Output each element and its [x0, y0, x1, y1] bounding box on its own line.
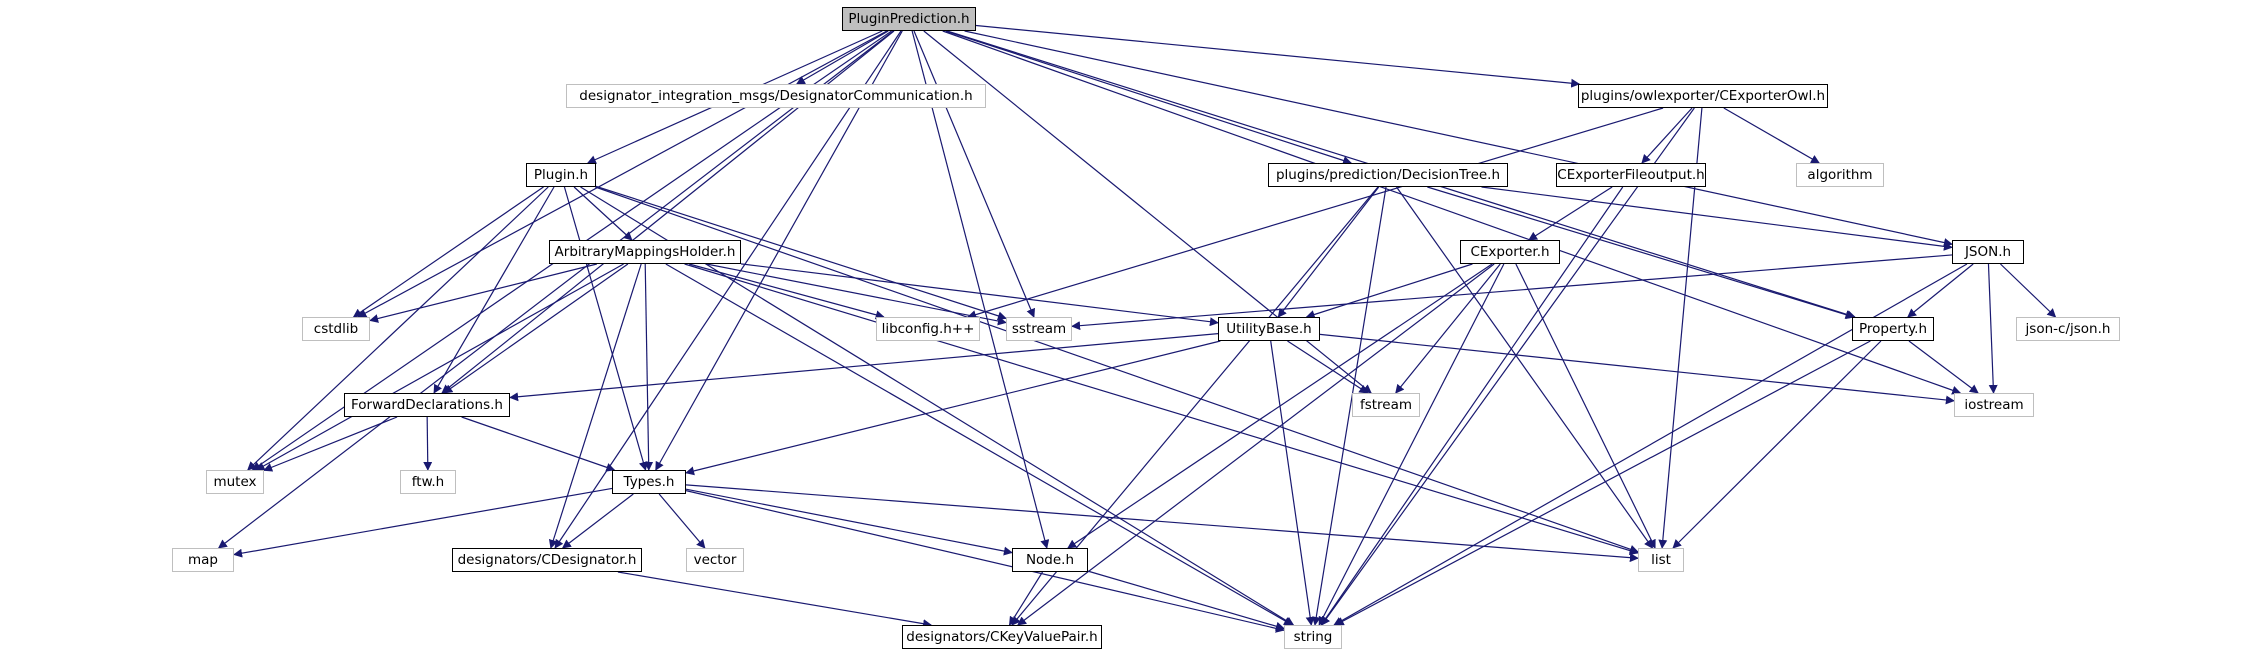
- edge-arbitrary-to-cstdlib: [369, 263, 597, 323]
- edge-pluginprediction-to-designatorcomm: [795, 30, 889, 85]
- edge-plugin-to-arbitrary: [573, 186, 633, 241]
- edge-types-to-node: [685, 488, 1013, 556]
- node-utilitybase[interactable]: UtilityBase.h: [1218, 317, 1320, 341]
- edge-arbitrary-to-utilitybase: [740, 263, 1219, 327]
- edge-pluginprediction-to-sstream: [913, 30, 1035, 318]
- edge-types-to-list: [685, 484, 1639, 563]
- edge-utilitybase-to-iostream: [1319, 333, 1955, 405]
- edge-property-to-string: [1334, 340, 1871, 626]
- edge-decisiontree-to-string: [1311, 186, 1387, 626]
- edge-json-to-sstream: [1071, 254, 1953, 331]
- edge-types-to-cdesignator: [561, 493, 634, 549]
- node-ftw: ftw.h: [400, 470, 456, 494]
- edge-arbitrary-to-cdesignator: [548, 263, 642, 549]
- node-mutex: mutex: [206, 470, 264, 494]
- edge-plugin-to-mutex: [247, 186, 549, 471]
- node-list: list: [1638, 548, 1684, 572]
- node-plugin[interactable]: Plugin.h: [526, 163, 596, 187]
- edge-types-to-map: [233, 487, 613, 558]
- edge-forwarddecl-to-ftw: [423, 416, 433, 471]
- node-designatorcomm: designator_integration_msgs/DesignatorCo…: [566, 84, 986, 108]
- edge-pluginprediction-to-cstdlib: [357, 30, 888, 318]
- edge-pluginprediction-to-iostream: [942, 30, 1962, 395]
- edge-cexporter-to-string: [1318, 263, 1505, 626]
- node-cexporter[interactable]: CExporter.h: [1460, 240, 1560, 264]
- edge-pluginprediction-to-cdesignator: [554, 30, 902, 549]
- edge-cexporter-to-list: [1515, 263, 1656, 549]
- edge-json-to-jsonc: [2000, 263, 2057, 318]
- edge-pluginprediction-to-json: [964, 30, 1953, 247]
- node-ckeyvaluepair[interactable]: designators/CKeyValuePair.h: [902, 625, 1102, 649]
- node-algorithm: algorithm: [1796, 163, 1884, 187]
- edge-pluginprediction-to-map: [217, 30, 894, 549]
- edge-forwarddecl-to-types: [461, 416, 616, 472]
- edge-json-to-iostream: [1987, 263, 1998, 394]
- edge-utilitybase-to-forwarddecl: [509, 333, 1219, 402]
- edge-arbitrary-to-types: [644, 263, 654, 471]
- edge-arbitrary-to-list: [684, 263, 1639, 555]
- edge-plugin-to-cstdlib: [352, 186, 544, 318]
- edge-pluginprediction-to-decisiontree: [945, 30, 1353, 165]
- node-map: map: [172, 548, 234, 572]
- node-cexporterfile[interactable]: CExporterFileoutput.h: [1556, 163, 1706, 187]
- node-libconfig: libconfig.h++: [876, 317, 980, 341]
- node-types[interactable]: Types.h: [612, 470, 686, 494]
- node-cexporterowl[interactable]: plugins/owlexporter/CExporterOwl.h: [1578, 84, 1828, 108]
- edge-utilitybase-to-string: [1270, 340, 1315, 626]
- edge-cexporter-to-utilitybase: [1305, 263, 1473, 319]
- node-fstream: fstream: [1352, 393, 1420, 417]
- edge-property-to-list: [1672, 340, 1882, 549]
- edge-arbitrary-to-libconfig: [688, 263, 885, 320]
- edge-cexporterfile-to-cexporter: [1528, 186, 1613, 241]
- edge-cdesignator-to-ckeyvaluepair: [617, 571, 932, 629]
- edge-cexporterfile-to-string: [1320, 186, 1624, 626]
- node-string: string: [1284, 625, 1342, 649]
- edge-cexporter-to-ckeyvaluepair: [1017, 263, 1495, 626]
- node-arbitrary[interactable]: ArbitraryMappingsHolder.h: [549, 240, 741, 264]
- node-json[interactable]: JSON.h: [1952, 240, 2024, 264]
- edge-decisiontree-to-list: [1396, 186, 1654, 549]
- edge-arbitrary-to-sstream: [706, 263, 1007, 326]
- edge-decisiontree-to-utilitybase: [1277, 186, 1380, 318]
- node-sstream: sstream: [1006, 317, 1072, 341]
- edge-utilitybase-to-fstream: [1287, 340, 1369, 394]
- edge-cexporter-to-fstream: [1395, 263, 1501, 394]
- node-forwarddecl[interactable]: ForwardDeclarations.h: [344, 393, 510, 417]
- edge-forwarddecl-to-mutex: [263, 416, 398, 472]
- edge-cexporterowl-to-libconfig: [967, 107, 1664, 319]
- node-pluginprediction: PluginPrediction.h: [842, 7, 976, 31]
- node-node[interactable]: Node.h: [1012, 548, 1088, 572]
- edge-arbitrary-to-forwarddecl: [443, 263, 629, 394]
- edge-cexporterowl-to-algorithm: [1723, 107, 1820, 164]
- node-cstdlib: cstdlib: [302, 317, 370, 341]
- edge-decisiontree-to-json: [1481, 186, 1953, 251]
- edge-json-to-property: [1907, 263, 1974, 318]
- edge-pluginprediction-to-cexporterowl: [975, 24, 1581, 88]
- edge-arbitrary-to-mutex: [255, 263, 624, 471]
- edge-node-to-ckeyvaluepair: [1008, 571, 1044, 626]
- edge-plugin-to-sstream: [595, 185, 1007, 321]
- edge-decisiontree-to-property: [1427, 186, 1855, 319]
- edge-node-to-string: [1087, 570, 1285, 631]
- edge-types-to-vector: [658, 493, 706, 549]
- edge-plugin-to-list: [595, 186, 1639, 554]
- edge-plugin-to-types: [563, 186, 648, 471]
- edge-pluginprediction-to-node: [911, 30, 1050, 549]
- edge-arbitrary-to-string: [665, 263, 1293, 626]
- edge-types-to-string: [685, 490, 1285, 633]
- node-jsonc: json-c/json.h: [2016, 317, 2120, 341]
- edge-utilitybase-to-types: [685, 340, 1221, 476]
- node-cdesignator[interactable]: designators/CDesignator.h: [452, 548, 642, 572]
- node-vector: vector: [686, 548, 744, 572]
- edge-property-to-iostream: [1908, 340, 1979, 394]
- edge-cexporterowl-to-cexporterfile: [1641, 107, 1693, 164]
- node-decisiontree[interactable]: plugins/prediction/DecisionTree.h: [1268, 163, 1508, 187]
- node-property[interactable]: Property.h: [1852, 317, 1934, 341]
- node-iostream: iostream: [1954, 393, 2034, 417]
